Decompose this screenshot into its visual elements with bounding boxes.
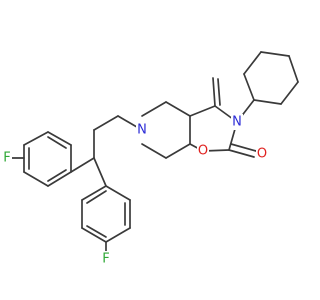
bond	[288, 55, 299, 83]
atom-label-n-piperidine: N	[137, 123, 147, 138]
bond	[105, 227, 131, 243]
bond	[243, 51, 262, 75]
atom-label-n-oxazolidinone: N	[232, 115, 242, 130]
bond-layer	[11, 51, 299, 253]
atom-n-oxazolidinone: N	[231, 114, 243, 130]
atom-f-upper: F	[1, 150, 12, 166]
atom-label-o-carbonyl: O	[257, 147, 267, 162]
atom-label-f-lower: F	[102, 252, 109, 267]
bond	[23, 131, 49, 146]
molecule-structure-diagram: N N O O F F	[1, 51, 299, 267]
bond	[212, 77, 216, 107]
bond	[165, 101, 191, 117]
bond	[23, 171, 49, 187]
bond	[70, 157, 95, 173]
bond	[105, 185, 131, 201]
bond	[86, 190, 107, 204]
bond	[253, 99, 282, 105]
bond	[260, 51, 290, 57]
bond	[141, 101, 167, 117]
atom-f-lower: F	[100, 251, 112, 267]
atom-label-layer: N N O O F F	[1, 114, 268, 267]
bond	[81, 227, 107, 243]
bond	[141, 143, 167, 159]
atom-o-carbonyl: O	[256, 146, 268, 162]
bond	[189, 105, 216, 117]
bond	[47, 131, 72, 146]
bond	[81, 185, 107, 201]
bond	[165, 143, 191, 159]
bond	[228, 149, 255, 158]
bond	[217, 78, 221, 106]
atom-n-piperidine: N	[136, 122, 148, 138]
bond	[243, 73, 255, 101]
bond	[47, 136, 67, 149]
atom-label-o-ring: O	[198, 144, 208, 159]
bond	[47, 169, 67, 182]
bond	[86, 225, 107, 238]
atom-o-ring: O	[197, 143, 209, 159]
bond	[47, 171, 72, 187]
atom-label-f-upper: F	[3, 151, 10, 166]
bond	[93, 115, 119, 131]
bond	[230, 143, 257, 152]
bond	[280, 81, 299, 105]
bond	[93, 157, 107, 187]
